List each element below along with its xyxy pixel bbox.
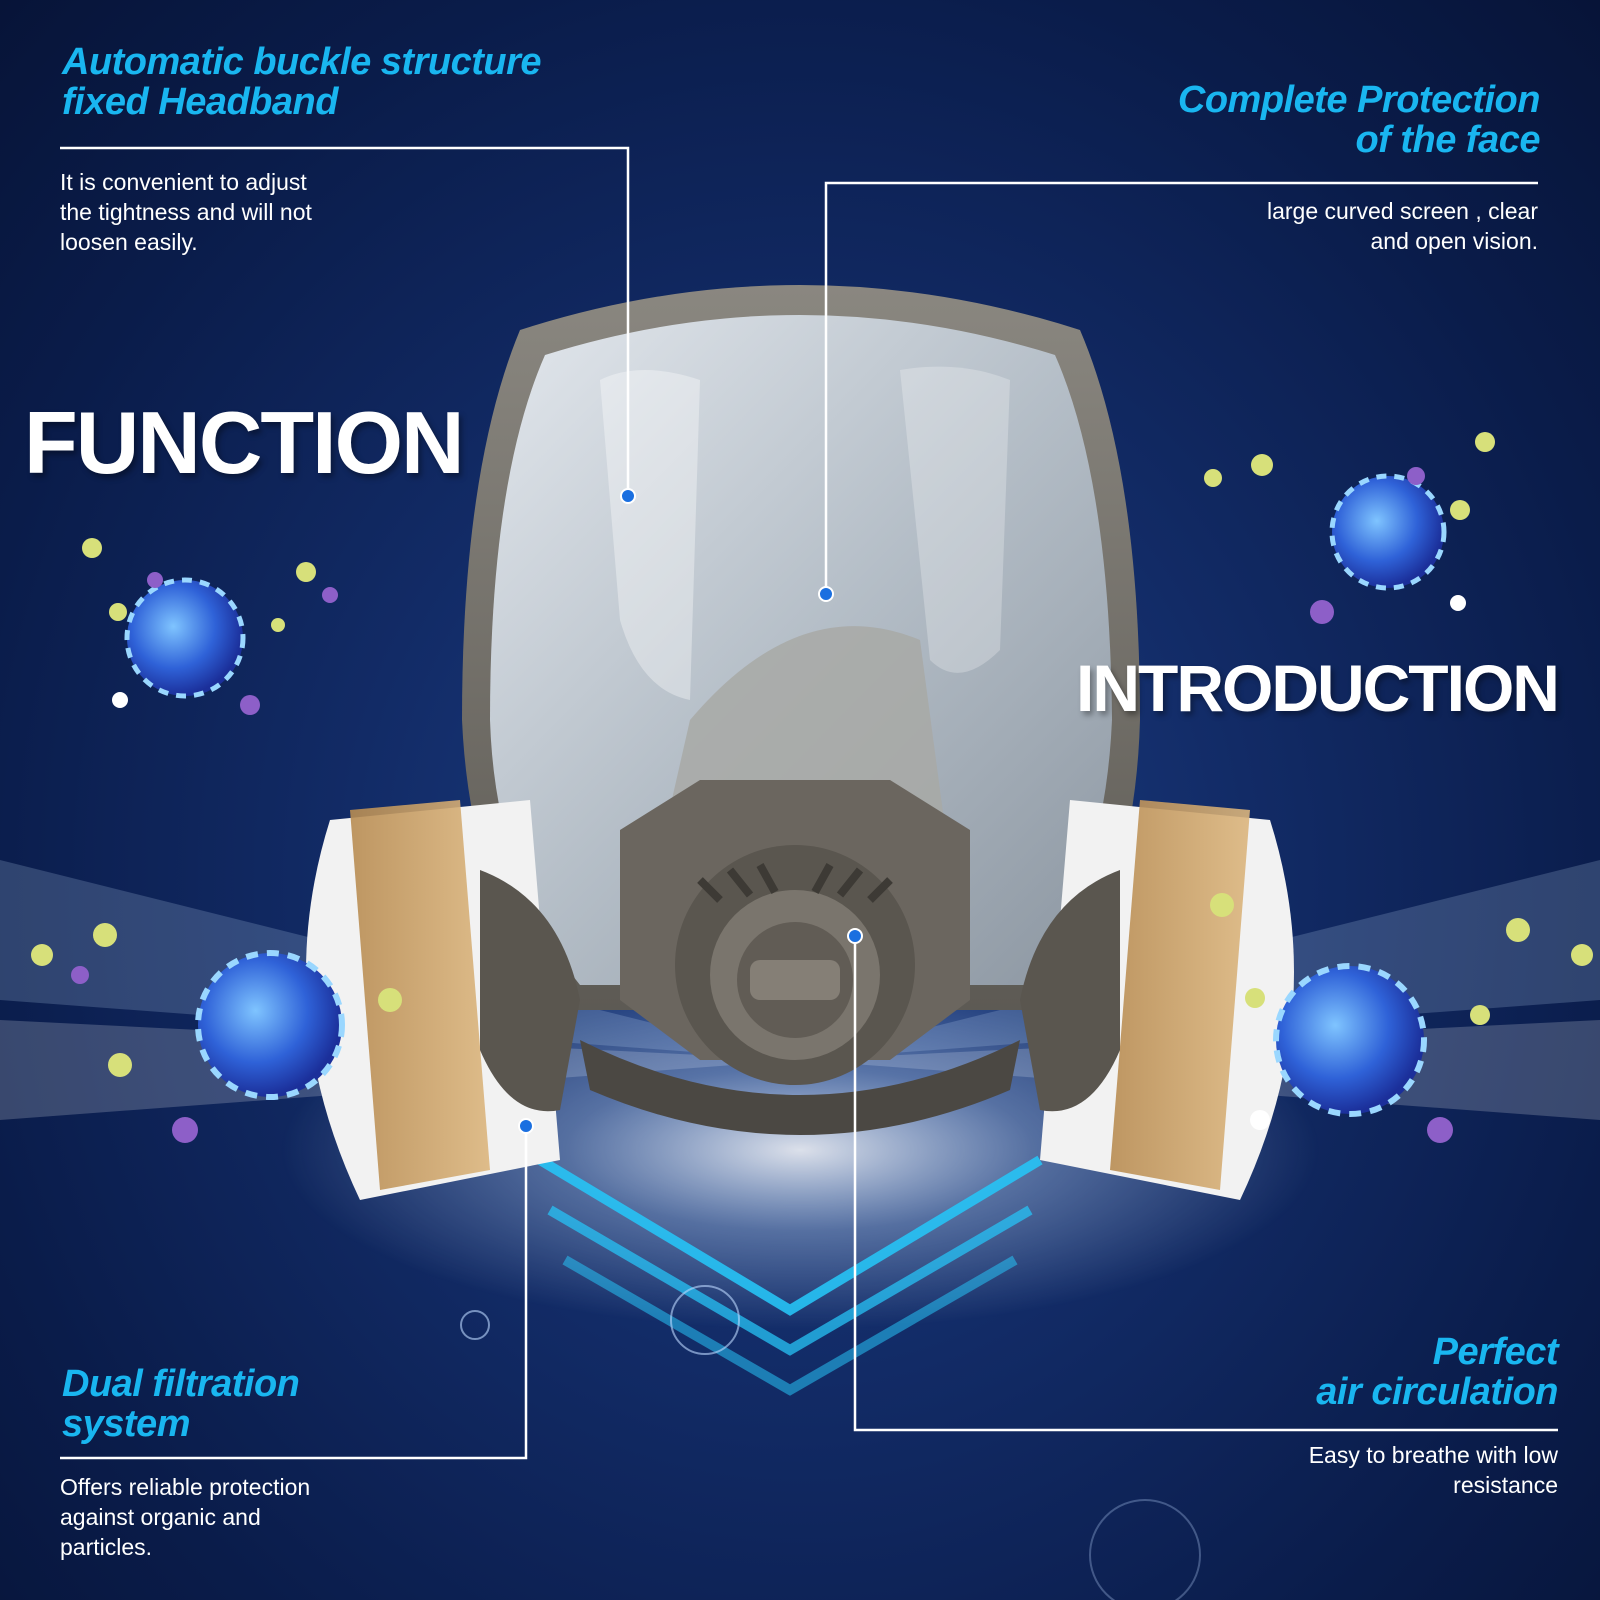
- virus-icon-right-bottom: [1273, 963, 1427, 1117]
- feature-filtration-desc-line3: particles.: [60, 1534, 153, 1560]
- feature-circulation-desc-line1: Easy to breathe with low: [1308, 1442, 1558, 1468]
- virus-icon-right-top: [1329, 473, 1447, 591]
- feature-filtration-title-line2: system: [62, 1403, 190, 1445]
- feature-headband-desc-line1: It is convenient to adjust: [60, 169, 307, 195]
- respirator-mask-icon: [462, 285, 1140, 1135]
- feature-circulation-title-line2: air circulation: [1316, 1371, 1558, 1413]
- bubbles: [460, 1285, 1201, 1600]
- feature-circulation-desc-line2: resistance: [1453, 1472, 1558, 1498]
- feature-protection-title-line1: Complete Protection: [1177, 79, 1541, 121]
- feature-protection-desc-line2: and open vision.: [1370, 228, 1538, 254]
- feature-headband-title-line1: Automatic buckle structure: [62, 41, 542, 83]
- feature-filtration-desc-line1: Offers reliable protection: [60, 1474, 311, 1500]
- left-filter-cartridge-icon: [306, 800, 580, 1200]
- callout-dots: [518, 488, 863, 1134]
- callout-lines: [60, 146, 1558, 1460]
- airflow-chevron-icon: [537, 1155, 1043, 1396]
- virus-icon-left-bottom: [195, 950, 345, 1100]
- feature-filtration-title-line1: Dual filtration: [62, 1363, 300, 1405]
- feature-protection-desc-line1: large curved screen , clear: [1266, 198, 1538, 224]
- heading-introduction: INTRODUCTION: [1076, 651, 1560, 725]
- heading-function: FUNCTION: [24, 393, 465, 492]
- virus-icon-left-top: [124, 577, 246, 699]
- feature-protection-title-line2: of the face: [1355, 119, 1540, 161]
- particles: [31, 432, 1593, 1143]
- feature-circulation-title-line1: Perfect: [1432, 1331, 1559, 1373]
- feature-headband-title-line2: fixed Headband: [62, 81, 338, 123]
- feature-headband-desc-line3: loosen easily.: [60, 229, 198, 255]
- feature-headband-desc-line2: the tightness and will not: [60, 199, 312, 225]
- feature-filtration-desc-line2: against organic and: [60, 1504, 261, 1530]
